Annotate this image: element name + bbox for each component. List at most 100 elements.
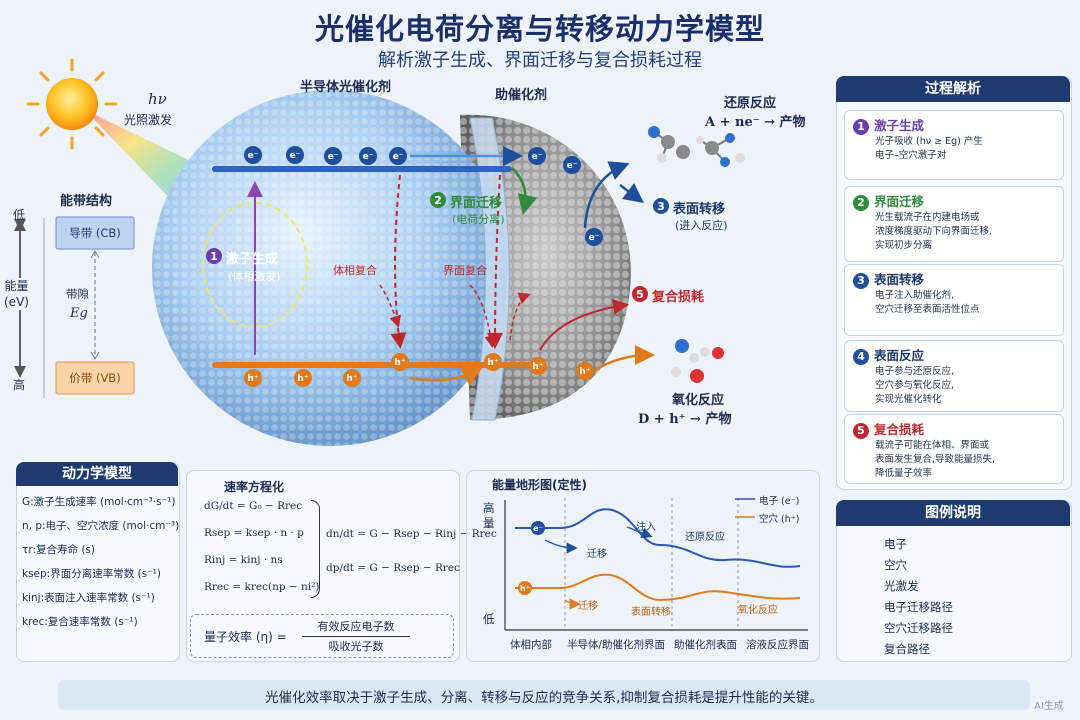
quantum-efficiency-label: 量子效率 (η) = [204, 630, 287, 644]
band-low-label: 低 [13, 208, 26, 222]
rate-title: 速率方程化 [224, 480, 285, 494]
energy-x-label-4: 溶液反应界面 [746, 639, 809, 651]
svg-text:e⁻: e⁻ [290, 151, 301, 161]
svg-text:e⁻: e⁻ [532, 152, 543, 162]
process-step-2-title: 界面迁移 [874, 194, 925, 209]
hole-energy-curve [515, 573, 801, 602]
kinetics-title: 动力学模型 [16, 462, 178, 486]
recomb-loss-arrow [539, 298, 629, 351]
svg-text:h⁺: h⁺ [346, 374, 357, 384]
rate-eq-5: dn/dt = G − Rsep − Rinj − Rrec [326, 528, 497, 540]
step5-badge: 5 [632, 286, 648, 302]
quantum-efficiency-numerator: 有效反应电子数 [302, 618, 410, 637]
hole-set-vb: h⁺ h⁺ h⁺ h⁺ h⁺ h⁺ h⁺ [244, 353, 594, 387]
legend-recombination-path: 复合路径 [884, 642, 930, 656]
svg-text:e⁻: e⁻ [533, 524, 543, 533]
kinetics-row-1: G:激子生成速率 (mol·cm⁻³·s⁻¹) [22, 496, 176, 508]
process-step-1-desc: 光子吸收 (hν ≥ Eg) 产生 电子–空穴激子对 [875, 136, 983, 161]
energy-e-label-1: 迁移 [587, 549, 607, 560]
process-step-4-desc: 电子参与还原反应, 空穴参与氧化反应, 实现光催化转化 [875, 366, 955, 405]
band-energy-axis-label: 能量 (eV) [4, 278, 29, 310]
bulk-recombination-arrow [390, 174, 407, 349]
energy-h-label-2: 表面转移 [631, 607, 671, 618]
bulk-recomb-sub-arrow [379, 284, 401, 328]
svg-text:e⁻: e⁻ [248, 151, 259, 161]
step3-badge: 3 [653, 198, 669, 214]
rate-eq-2: Rsep = ksep · n · p [204, 527, 304, 539]
rate-eq-1: dG/dt = G₀ − Rrec [204, 500, 303, 512]
electron-energy-curve [515, 508, 801, 568]
step1-sublabel: (体相激发) [228, 270, 281, 283]
kinetics-row-4: ksep:界面分离速率常数 (s⁻¹) [22, 568, 161, 580]
energy-e-label-2: 注入 [636, 522, 656, 533]
legend-panel [836, 500, 1072, 662]
kinetics-row-2: n, p:电子、空穴浓度 (mol·cm⁻³) [22, 520, 180, 532]
svg-text:h⁺: h⁺ [579, 367, 590, 377]
band-title: 能带结构 [60, 194, 113, 209]
svg-text:h⁺: h⁺ [247, 374, 258, 384]
page-title: 光催化电荷分离与转移动力学模型 [314, 12, 765, 46]
kinetics-panel [16, 462, 180, 662]
process-panel-title: 过程解析 [836, 76, 1070, 102]
energy-legend-electron: 电子 (e⁻) [759, 496, 800, 507]
band-structure-diagram [14, 216, 135, 398]
energy-legend-hole: 空穴 (h⁺) [759, 514, 800, 525]
reduction-title: 还原反应 [724, 96, 777, 111]
svg-text:2: 2 [434, 194, 442, 207]
sun-icon [26, 58, 118, 150]
energy-y-high: 高 [483, 501, 495, 515]
svg-text:e⁻: e⁻ [589, 233, 600, 243]
step2-badge: 2 [430, 192, 446, 208]
photocatalyst-sphere [152, 90, 508, 446]
energy-title: 能量地形图(定性) [492, 478, 587, 492]
legend-title: 图例说明 [836, 500, 1070, 526]
interface-recomb-sub-arrow [469, 284, 497, 348]
process-step-1-title: 激子生成 [874, 118, 925, 133]
interface-recombination-label: 界面复合 [443, 264, 487, 277]
step2-label: 界面迁移 [450, 196, 503, 211]
process-step-3-title: 表面转移 [874, 272, 925, 287]
energy-y-low: 低 [483, 612, 495, 626]
conduction-band-line [212, 166, 512, 172]
svg-text:h⁺: h⁺ [520, 584, 530, 593]
svg-text:e⁻: e⁻ [393, 152, 404, 162]
bulk-recombination-label: 体相复合 [333, 264, 377, 277]
legend-hole: 空穴 [884, 558, 907, 572]
page-subtitle: 解析激子生成、界面迁移与复合损耗过程 [378, 50, 702, 71]
quantum-efficiency-box [190, 614, 454, 658]
energy-landscape-chart: e⁻ h⁺ [504, 498, 808, 631]
energy-x-label-2: 半导体/助催化剂界面 [567, 639, 666, 651]
process-step-3-desc: 电子注入助催化剂, 空穴迁移至表面活性位点 [875, 290, 980, 315]
electron-set-cb: e⁻ e⁻ e⁻ e⁻ e⁻ e⁻ e⁻ e⁻ [244, 146, 603, 246]
reduction-molecules-icon [648, 126, 745, 167]
kinetics-row-5: kinj:表面注入速率常数 (s⁻¹) [22, 592, 155, 604]
svg-text:e⁻: e⁻ [328, 152, 339, 162]
step5-label: 复合损耗 [652, 290, 705, 305]
svg-text:3: 3 [657, 200, 665, 213]
legend-excitation: 光激发 [884, 579, 919, 593]
step3-sublabel: (进入反应) [675, 219, 728, 232]
process-step-5-title: 复合损耗 [874, 422, 925, 437]
svg-text:5: 5 [636, 288, 644, 301]
valence-band-label: 价带 (VB) [69, 371, 121, 385]
svg-text:h⁺: h⁺ [297, 374, 308, 384]
kinetics-row-6: krec:复合速率常数 (s⁻¹) [22, 616, 138, 628]
energy-e-label-3: 还原反应 [685, 532, 725, 543]
interface-recombination-arrow [487, 174, 504, 349]
illumination-label: 光照激发 [124, 113, 173, 127]
hole-reaction-arrow [594, 345, 655, 372]
conduction-band-label: 导带 (CB) [69, 226, 121, 240]
rate-eq-3: Rinj = kinj · ns [204, 554, 283, 566]
exciton-region [202, 202, 308, 328]
photocatalyst-label: 半导体光催化剂 [300, 80, 392, 95]
quantum-efficiency-denominator: 吸收光子数 [328, 640, 384, 653]
energy-h-label-3: 氧化反应 [738, 605, 778, 616]
step3-label: 表面转移 [673, 202, 726, 217]
interface-migration-arrow [511, 167, 538, 215]
band-gap-symbol: Eg [70, 306, 88, 321]
hole-migration-arrow [409, 367, 483, 386]
energy-panel [466, 470, 820, 662]
energy-x-label-3: 助催化剂表面 [674, 639, 737, 651]
